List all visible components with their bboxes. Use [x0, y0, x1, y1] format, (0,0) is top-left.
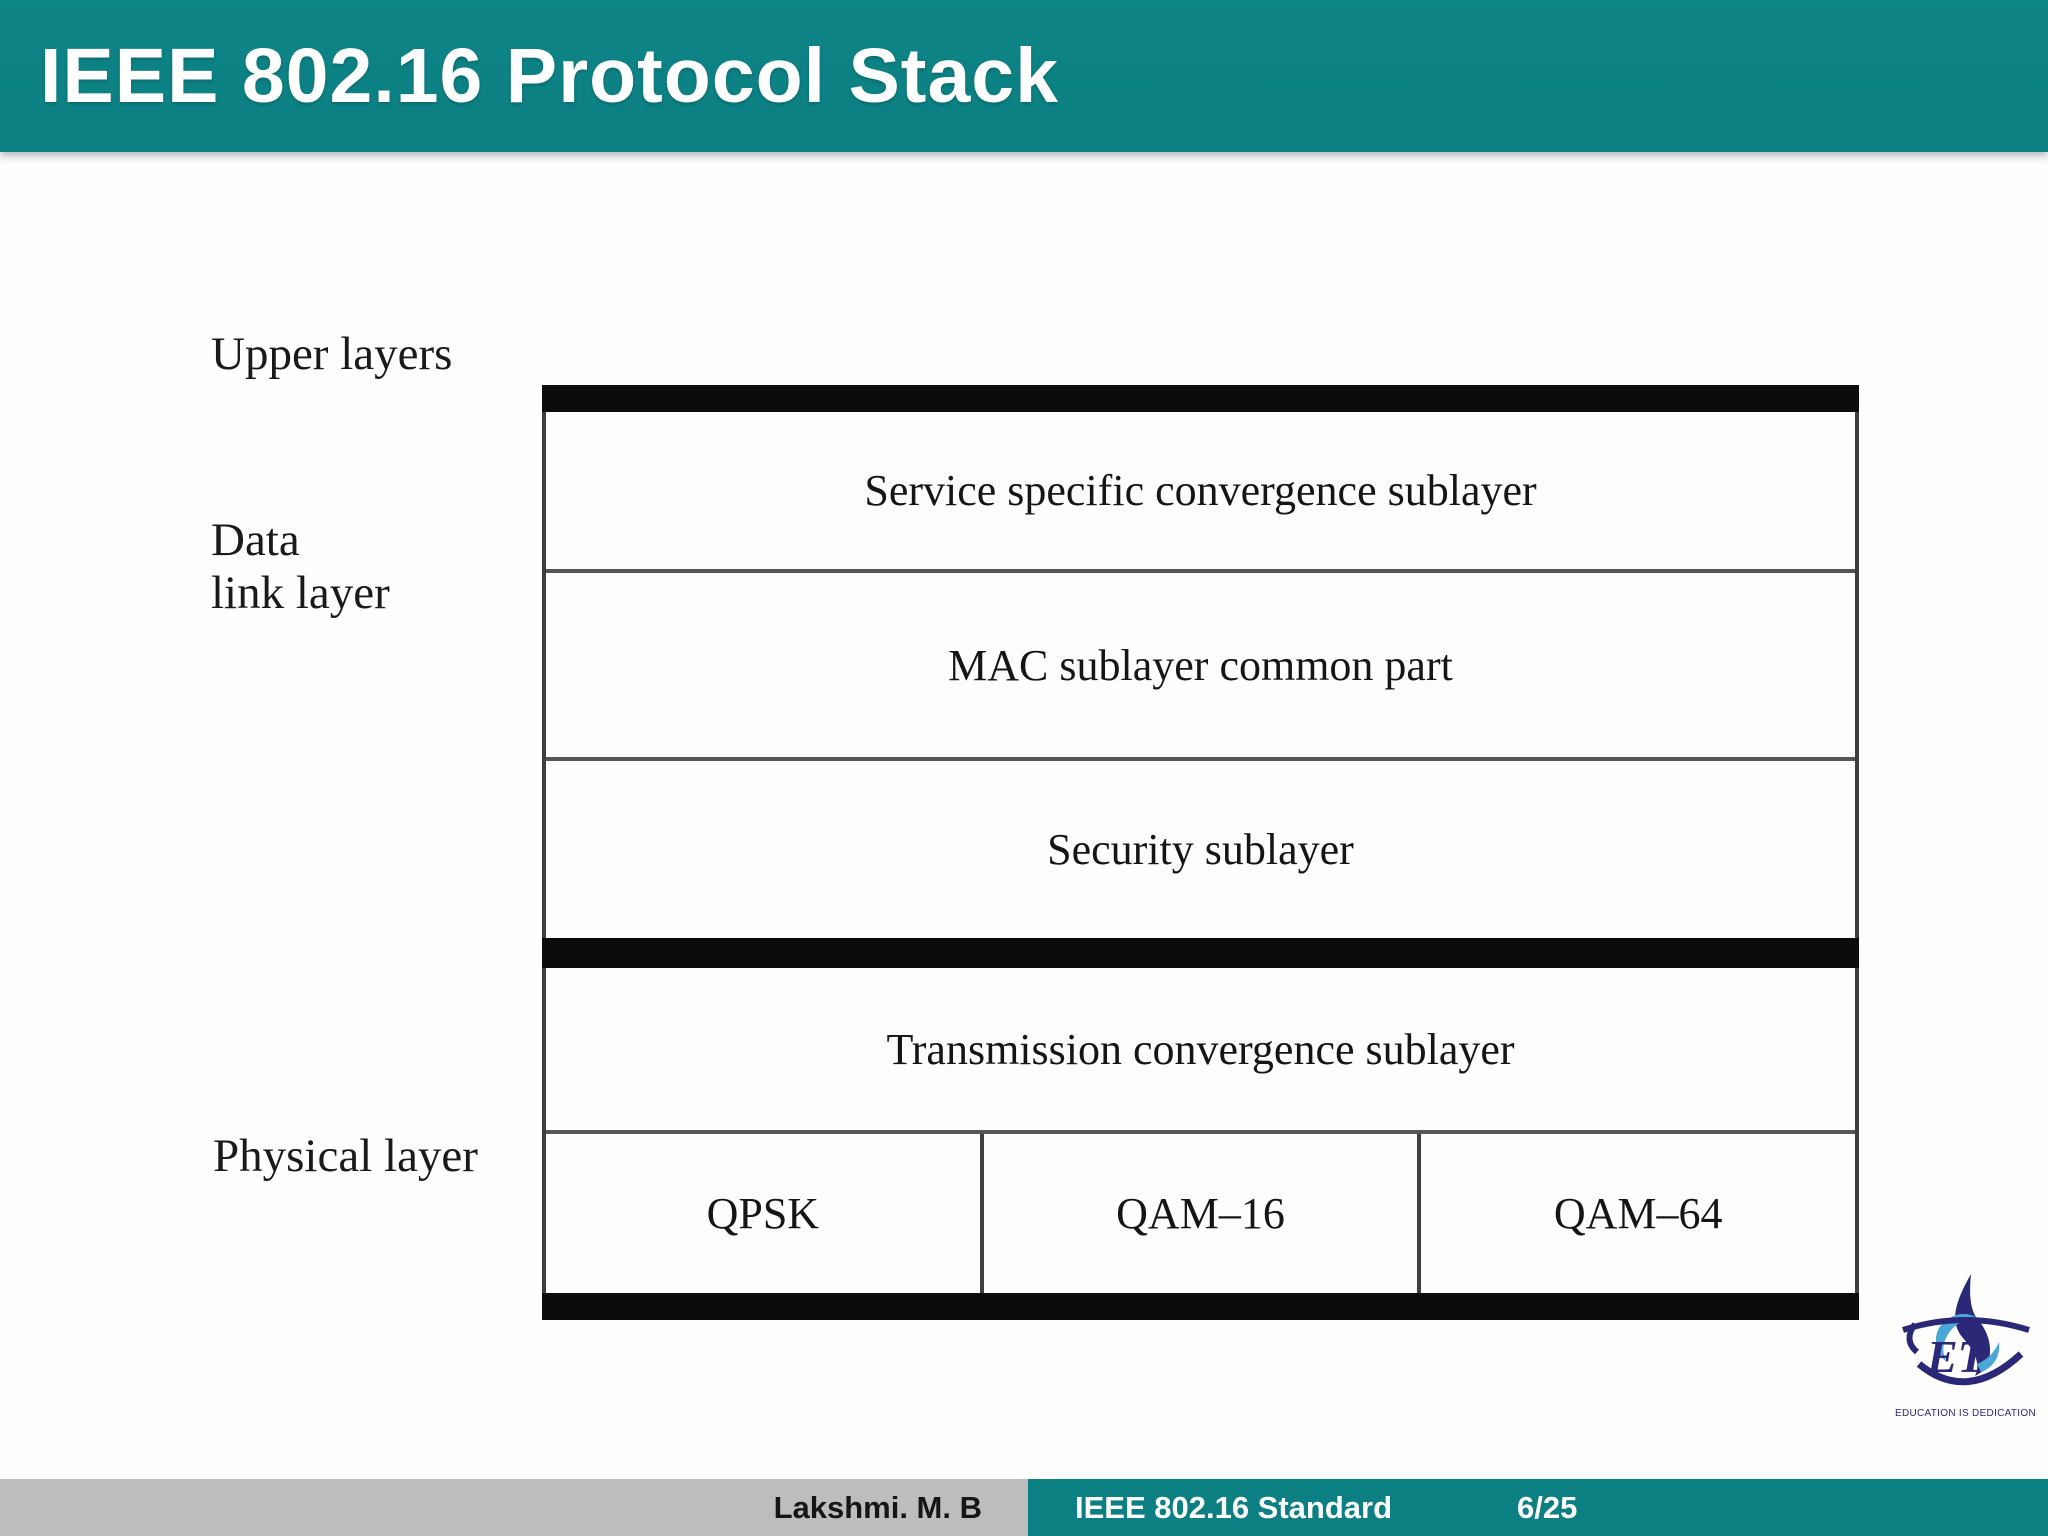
logo-flame-shape: [1955, 1274, 1991, 1376]
label-physical-layer: Physical layer: [213, 1130, 478, 1182]
label-data-link-line1: Data: [211, 514, 300, 566]
cell-qpsk: QPSK: [706, 1189, 820, 1238]
middle-black-bar: [542, 938, 1859, 968]
row-service-specific-convergence-sublayer: Service specific convergence sublayer: [542, 412, 1859, 569]
cet-logo-graphic: ET EDUCATION IS DEDICATION: [1895, 1274, 2036, 1419]
stack-box: Service specific convergence sublayer MA…: [542, 385, 1859, 1320]
logo-blue-swoosh: [1977, 1342, 2000, 1372]
slide-header-bar: IEEE 802.16 Protocol Stack: [0, 0, 2048, 152]
footer-title-section: IEEE 802.16 Standard 6/25: [1028, 1479, 2048, 1536]
bottom-black-bar: [542, 1293, 1859, 1320]
footline: Lakshmi. M. B IEEE 802.16 Standard 6/25: [0, 1479, 2048, 1536]
footer-author: Lakshmi. M. B: [773, 1489, 982, 1525]
divider-line: [542, 569, 1859, 573]
cell-qam64: QAM–64: [1417, 1134, 1855, 1293]
logo-bowl-arc: [1916, 1351, 2024, 1386]
divider-line: [542, 1130, 1859, 1134]
label-upper-layers: Upper layers: [211, 328, 453, 380]
modulation-row: QPSK QAM–16 QAM–64: [542, 1134, 1859, 1293]
footer-page-number: 6/25: [1517, 1489, 1578, 1525]
logo-tagline: EDUCATION IS DEDICATION: [1895, 1408, 2036, 1419]
logo-left-arc: [1906, 1322, 1920, 1355]
cet-logo: ET EDUCATION IS DEDICATION: [1893, 1268, 2041, 1426]
logo-blue-crescent: [1935, 1313, 1977, 1362]
slide-title: IEEE 802.16 Protocol Stack: [40, 32, 1059, 119]
label-data-link-line2: link layer: [211, 566, 390, 619]
footer-author-section: Lakshmi. M. B: [0, 1479, 1028, 1536]
row-transmission-convergence-sublayer: Transmission convergence sublayer: [542, 968, 1859, 1130]
label-data-link-layer: Data link layer: [211, 514, 390, 619]
cell-qam16: QAM–16: [979, 1134, 1418, 1293]
divider-line: [542, 757, 1859, 761]
row-mac-sublayer-common-part: MAC sublayer common part: [542, 573, 1859, 757]
top-black-bar: [542, 385, 1859, 412]
row-security-sublayer: Security sublayer: [542, 761, 1859, 938]
footer-deck-title: IEEE 802.16 Standard: [1075, 1489, 1393, 1525]
